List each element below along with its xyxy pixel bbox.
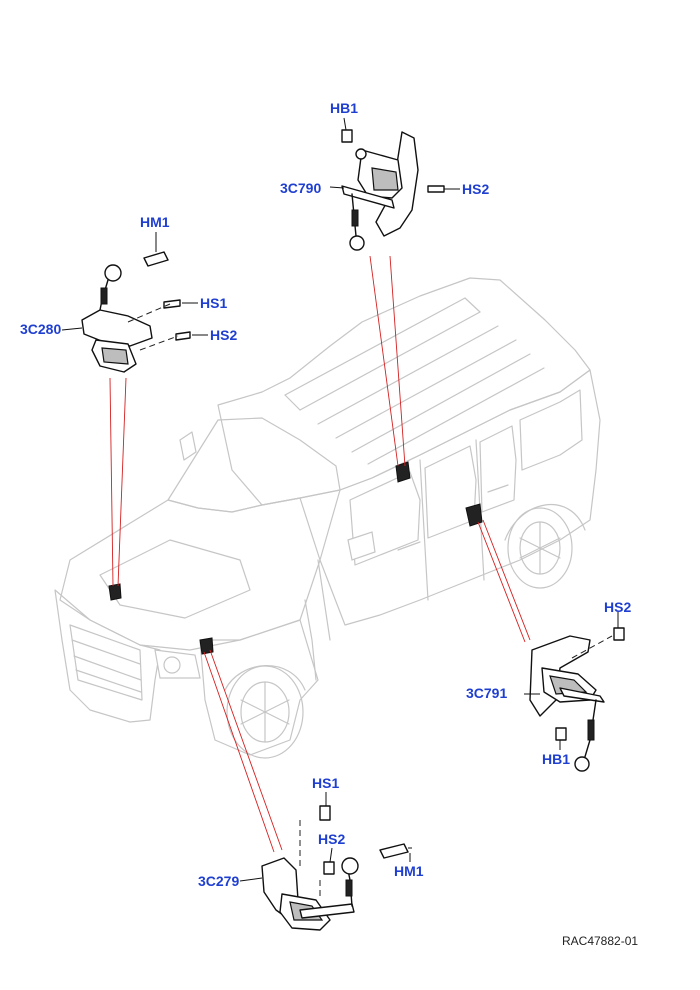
callout-hs2-top: HS2 [462,181,489,197]
vehicle-outline [54,277,601,759]
sensor-location-markers [108,461,483,655]
callout-hb1-top: HB1 [330,100,358,116]
sensor-3c791-assembly: HS2 3C791 HB1 [466,599,631,772]
callout-3c280: 3C280 [20,321,61,337]
front-right-location-marker [199,637,214,655]
callout-hs1-bottom: HS1 [312,775,339,791]
callout-hs1-left: HS1 [200,295,227,311]
sensor-3c790-assembly: HB1 3C790 HS2 [280,100,489,251]
callout-hs2-bottom: HS2 [318,831,345,847]
rear-right-location-marker [395,461,411,483]
location-leader-lines [109,255,531,853]
callout-3c791: 3C791 [466,685,507,701]
sensor-3c279-assembly: HS1 HS2 3C279 HM1 [198,775,424,931]
callout-3c790: 3C790 [280,180,321,196]
figure-reference-id: RAC47882-01 [562,934,638,948]
callout-3c279: 3C279 [198,873,239,889]
sensor-3c280-assembly: HM1 HS1 3C280 HS2 [20,214,237,373]
callout-hs2-right: HS2 [604,599,631,615]
front-left-location-marker [108,583,122,601]
callout-hm1-left: HM1 [140,214,170,230]
callout-hb1-right: HB1 [542,751,570,767]
callout-hs2-left: HS2 [210,327,237,343]
rear-left-location-marker [465,503,483,527]
callout-hm1-bottom: HM1 [394,863,424,879]
